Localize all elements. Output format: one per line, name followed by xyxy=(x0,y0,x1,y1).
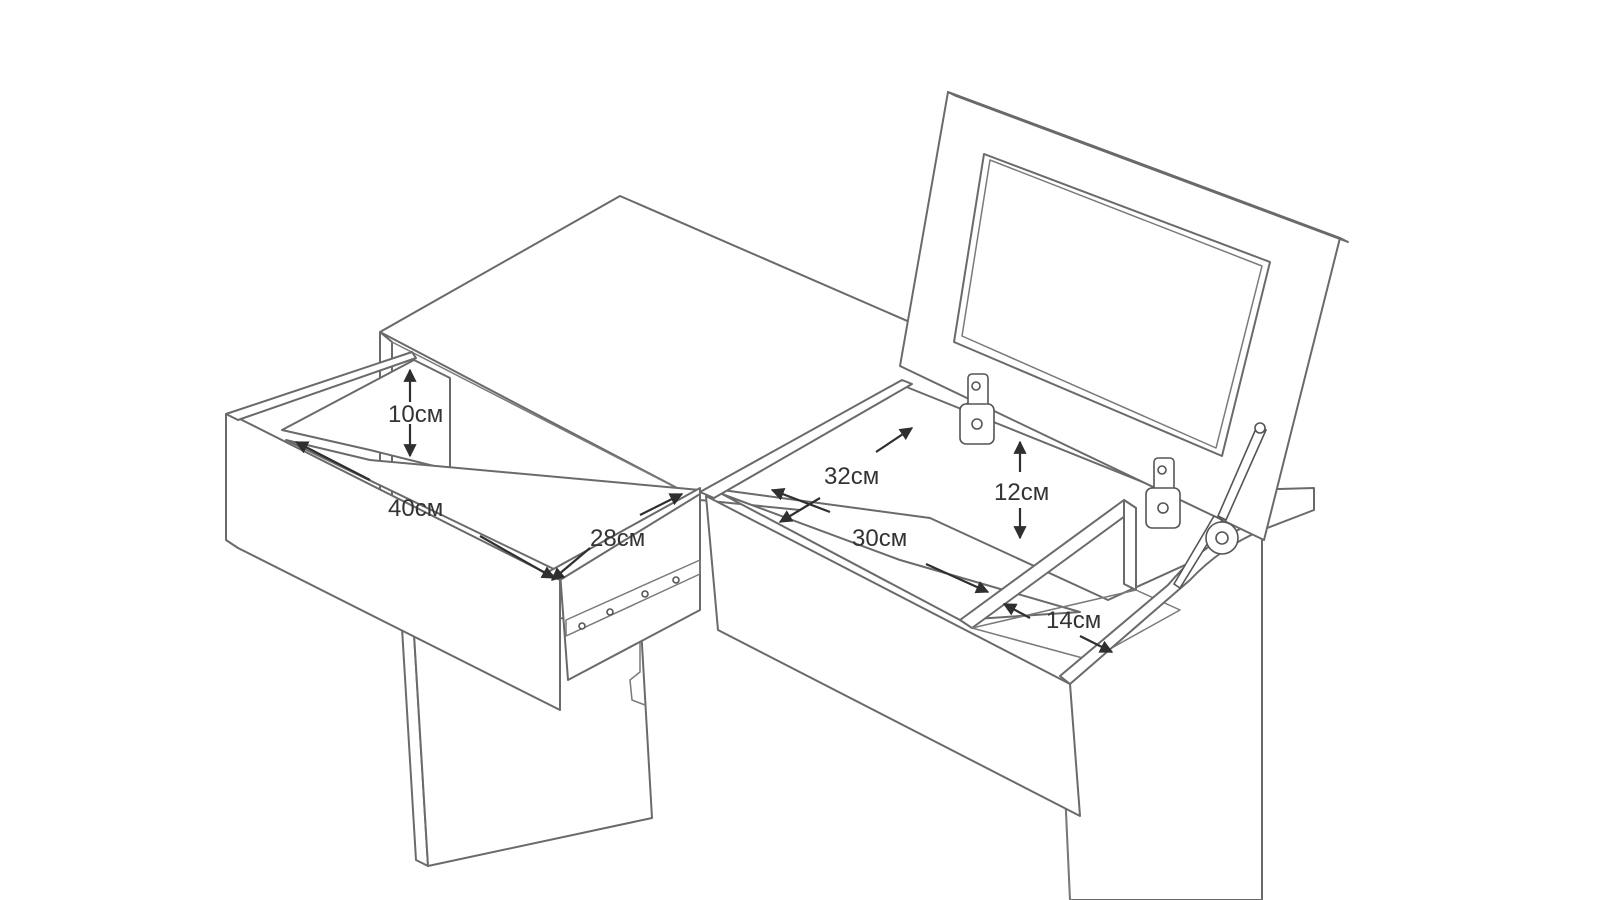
drawer-slide-rail xyxy=(578,576,680,630)
dimension-label-drawer-width: 40см xyxy=(388,495,443,522)
left-leg-panel xyxy=(401,609,653,867)
left-drawer xyxy=(225,351,701,711)
dimension-label-compartment-width: 30см xyxy=(852,525,907,552)
dimension-label-drawer-depth: 28см xyxy=(590,525,645,552)
dimension-label-compartment-height: 12см xyxy=(994,479,1049,506)
dimension-label-compartment-depth: 32см xyxy=(824,463,879,490)
dimension-label-drawer-height: 10см xyxy=(388,401,443,428)
hinge-left xyxy=(959,373,995,445)
mirror-lid xyxy=(899,91,1349,541)
dimension-label-side-compartment-width: 14см xyxy=(1046,607,1101,634)
dimension-arrows xyxy=(294,368,1114,653)
hinge-right xyxy=(1145,457,1181,529)
lid-support-arm xyxy=(1172,422,1267,590)
